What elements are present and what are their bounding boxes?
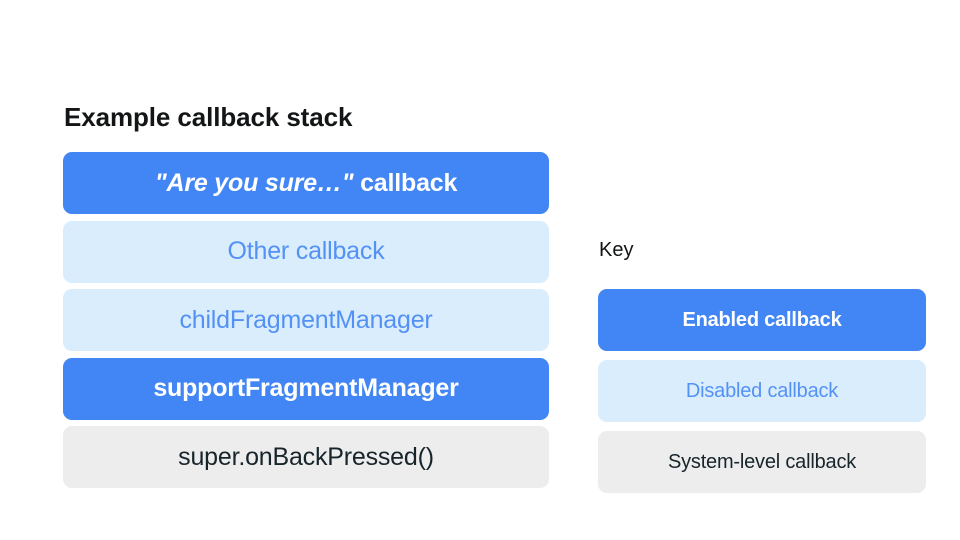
- stack-row-support-fragment-manager: supportFragmentManager: [63, 357, 549, 420]
- stack-row-label: "Are you sure…" callback: [154, 168, 458, 198]
- key-item-enabled-callback: Enabled callback: [598, 289, 926, 351]
- stack-row-label: childFragmentManager: [179, 305, 433, 334]
- stack-row-label: Other callback: [227, 237, 385, 265]
- key-title: Key: [599, 239, 634, 261]
- key-item-label: Enabled callback: [682, 308, 842, 331]
- stack-row-label: super.onBackPressed(): [178, 442, 434, 471]
- key-item-label: Disabled callback: [685, 379, 839, 402]
- stack-row-label-quoted: "Are you sure…": [154, 168, 354, 197]
- stack-row-child-fragment-manager: childFragmentManager: [63, 289, 549, 351]
- stack-row-are-you-sure: "Are you sure…" callback: [63, 152, 549, 214]
- stack-row-label-plain: callback: [353, 168, 458, 197]
- callback-stack-section: Example callback stack "Are you sure…" c…: [63, 100, 549, 488]
- stack-row-super-on-back-pressed: super.onBackPressed(): [63, 426, 549, 488]
- key-section: Key Enabled callback Disabled callback S…: [598, 237, 926, 493]
- key-item-label: System-level callback: [667, 450, 857, 473]
- key-item-system-level-callback: System-level callback: [598, 431, 926, 493]
- key-list: Enabled callback Disabled callback Syste…: [598, 289, 926, 493]
- page-title: Example callback stack: [64, 102, 353, 132]
- key-item-disabled-callback: Disabled callback: [598, 360, 926, 422]
- stack-row-other-callback: Other callback: [63, 220, 549, 283]
- stack-row-label: supportFragmentManager: [153, 374, 459, 402]
- callback-stack-list: "Are you sure…" callback Other callback …: [63, 152, 549, 488]
